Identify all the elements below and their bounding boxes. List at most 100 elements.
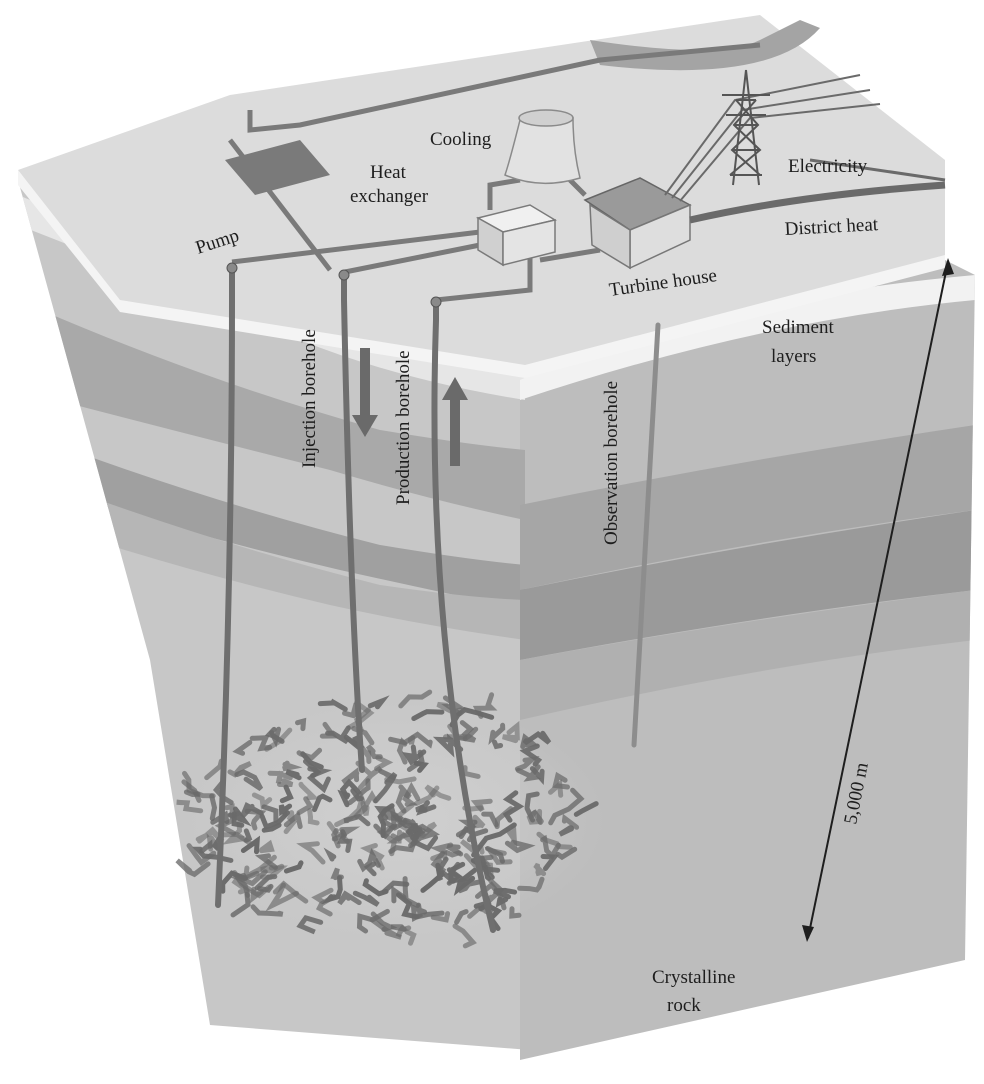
fracture-branch bbox=[222, 820, 245, 845]
fracture-branch bbox=[533, 862, 547, 877]
fracture-branch bbox=[258, 839, 275, 854]
fracture-branch bbox=[240, 835, 261, 855]
fracture-branch bbox=[341, 766, 360, 785]
surface-pipes bbox=[228, 42, 761, 303]
fracture-branch bbox=[311, 887, 334, 905]
fracture-branch bbox=[552, 771, 570, 790]
fracture-branch bbox=[492, 739, 504, 750]
fracture-branch bbox=[261, 804, 279, 823]
fracture-branch bbox=[373, 771, 398, 804]
observation-borehole-pipe bbox=[631, 322, 661, 748]
fracture-branch bbox=[495, 896, 509, 908]
fracture-branch bbox=[460, 839, 485, 855]
fracture-branch bbox=[432, 733, 464, 758]
fracture-branch bbox=[435, 874, 444, 881]
fracture-branch bbox=[232, 740, 253, 756]
fracture-branch bbox=[230, 891, 251, 918]
up-arrow-icon bbox=[442, 377, 468, 466]
fracture-network bbox=[175, 689, 599, 949]
label-injection-borehole: Injection borehole bbox=[299, 329, 320, 468]
fracture-branch bbox=[573, 801, 599, 817]
fracture-branch bbox=[283, 810, 298, 835]
pylon-icon bbox=[722, 69, 770, 186]
fracture-branch bbox=[411, 709, 445, 721]
fracture-branch bbox=[524, 791, 540, 823]
fracture-branch bbox=[540, 854, 560, 871]
fracture-branch bbox=[458, 720, 477, 743]
fracture-branch bbox=[357, 847, 381, 873]
fracture-branch bbox=[558, 825, 574, 837]
label-heat-exchanger-1: Heat bbox=[370, 162, 407, 183]
fracture-branch bbox=[182, 770, 216, 799]
fracture-branch bbox=[472, 692, 498, 719]
fracture-branch bbox=[488, 722, 506, 746]
fracture-branch bbox=[555, 846, 578, 861]
fracture-branch bbox=[522, 730, 552, 746]
fracture-branch bbox=[277, 778, 294, 787]
fracture-branch bbox=[453, 867, 477, 896]
fracture-branch bbox=[416, 804, 437, 816]
fracture-branch bbox=[374, 805, 403, 823]
label-sediment-2: layers bbox=[771, 346, 816, 367]
fracture-branch bbox=[519, 743, 543, 767]
fracture-branch bbox=[359, 843, 385, 871]
fracture-branch bbox=[250, 904, 284, 917]
fracture-branch bbox=[402, 817, 426, 841]
fracture-branch bbox=[404, 929, 417, 946]
fracture-branch bbox=[317, 698, 348, 712]
fracture-branch bbox=[278, 803, 293, 817]
fracture-branch bbox=[249, 735, 273, 752]
fracture-branch bbox=[502, 720, 520, 744]
fracture-branch bbox=[183, 789, 201, 798]
label-observation-borehole: Observation borehole bbox=[601, 381, 622, 545]
fracture-branch bbox=[339, 778, 362, 800]
fracture-branch bbox=[242, 854, 277, 882]
pump-pad bbox=[225, 140, 330, 195]
fracture-branch bbox=[374, 755, 394, 772]
label-crystalline-1: Crystalline bbox=[652, 967, 735, 988]
fracture-branch bbox=[285, 769, 302, 781]
fracture-branch bbox=[210, 810, 230, 825]
fracture-branch bbox=[296, 796, 314, 816]
fracture-branch bbox=[296, 914, 324, 935]
fracture-branch bbox=[452, 923, 477, 949]
surface-white-edge bbox=[18, 170, 945, 378]
fracture-branch bbox=[352, 890, 380, 907]
label-heat-exchanger-2: exchanger bbox=[350, 186, 429, 207]
fracture-branch bbox=[476, 865, 501, 880]
fracture-branch bbox=[488, 878, 505, 903]
fracture-branch bbox=[227, 806, 252, 827]
district-heat-pipe bbox=[689, 181, 946, 224]
fracture-branch bbox=[396, 737, 408, 765]
fracture-branch bbox=[295, 717, 307, 732]
fracture-branch bbox=[502, 790, 525, 823]
label-crystalline-2: rock bbox=[667, 995, 701, 1016]
side-strata bbox=[520, 275, 975, 720]
fracture-branch bbox=[254, 874, 278, 891]
fracture-branch bbox=[321, 875, 343, 905]
fracture-branch bbox=[391, 885, 407, 904]
fracture-branch bbox=[430, 850, 447, 874]
turbine-house bbox=[583, 177, 692, 270]
fracture-branch bbox=[343, 813, 371, 827]
fracture-branch bbox=[283, 811, 303, 830]
boreholes bbox=[215, 265, 661, 933]
fracture-branch bbox=[326, 821, 350, 844]
fracture-branch bbox=[369, 917, 402, 940]
fracture-branch bbox=[347, 778, 371, 806]
fracture-branch bbox=[406, 823, 441, 848]
label-production-borehole: Production borehole bbox=[393, 350, 414, 505]
fracture-branch bbox=[413, 785, 440, 807]
heat-exchanger-box bbox=[475, 204, 557, 267]
fracture-branch bbox=[312, 793, 333, 813]
fracture-branch bbox=[254, 853, 278, 870]
fracture-branch bbox=[517, 876, 545, 893]
label-cooling: Cooling bbox=[430, 129, 492, 150]
fracture-branch bbox=[410, 902, 428, 923]
fracture-branch bbox=[531, 809, 544, 825]
fracture-branch bbox=[323, 847, 337, 862]
fracture-branch bbox=[244, 808, 267, 831]
fracture-branch bbox=[234, 769, 264, 791]
